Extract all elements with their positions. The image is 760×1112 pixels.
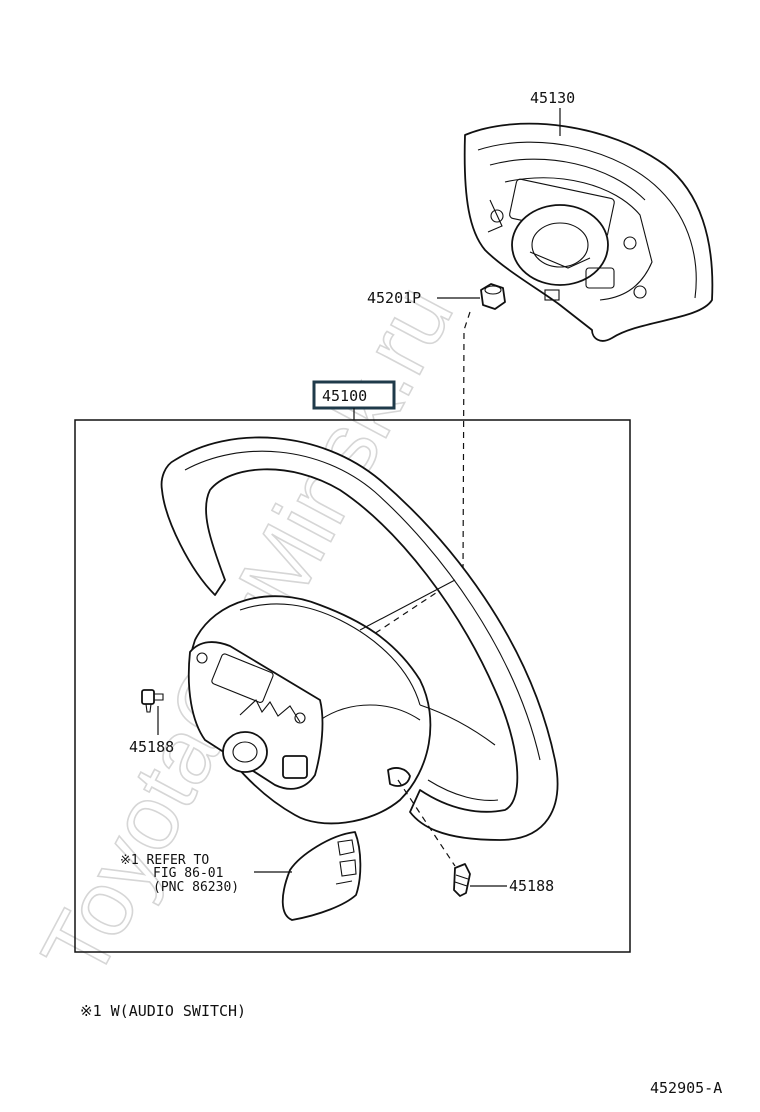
diagram-id: 452905-A [650, 1079, 722, 1097]
screw-left-drawing[interactable] [141, 689, 164, 713]
note-line-1: ※1 REFER TO [120, 853, 209, 868]
assembly-frame [74, 419, 631, 953]
screw-right-drawing[interactable] [453, 863, 471, 897]
steering-wheel-drawing[interactable] [160, 436, 559, 841]
dashed-link-nut [364, 311, 471, 641]
note-line-3: (PNC 86230) [153, 880, 239, 895]
audio-switch-drawing[interactable] [281, 831, 362, 921]
label-45201P[interactable]: 45201P [367, 289, 421, 307]
label-45100[interactable]: 45100 [322, 387, 367, 405]
label-45188-left[interactable]: 45188 [129, 738, 174, 756]
footnote: ※1 W(AUDIO SWITCH) [80, 1002, 246, 1020]
airbag-pad-drawing[interactable] [463, 122, 714, 342]
nut-drawing[interactable] [480, 283, 506, 310]
label-45130[interactable]: 45130 [530, 89, 575, 107]
label-45188-right[interactable]: 45188 [509, 877, 554, 895]
note-line-2: FIG 86-01 [153, 866, 223, 881]
